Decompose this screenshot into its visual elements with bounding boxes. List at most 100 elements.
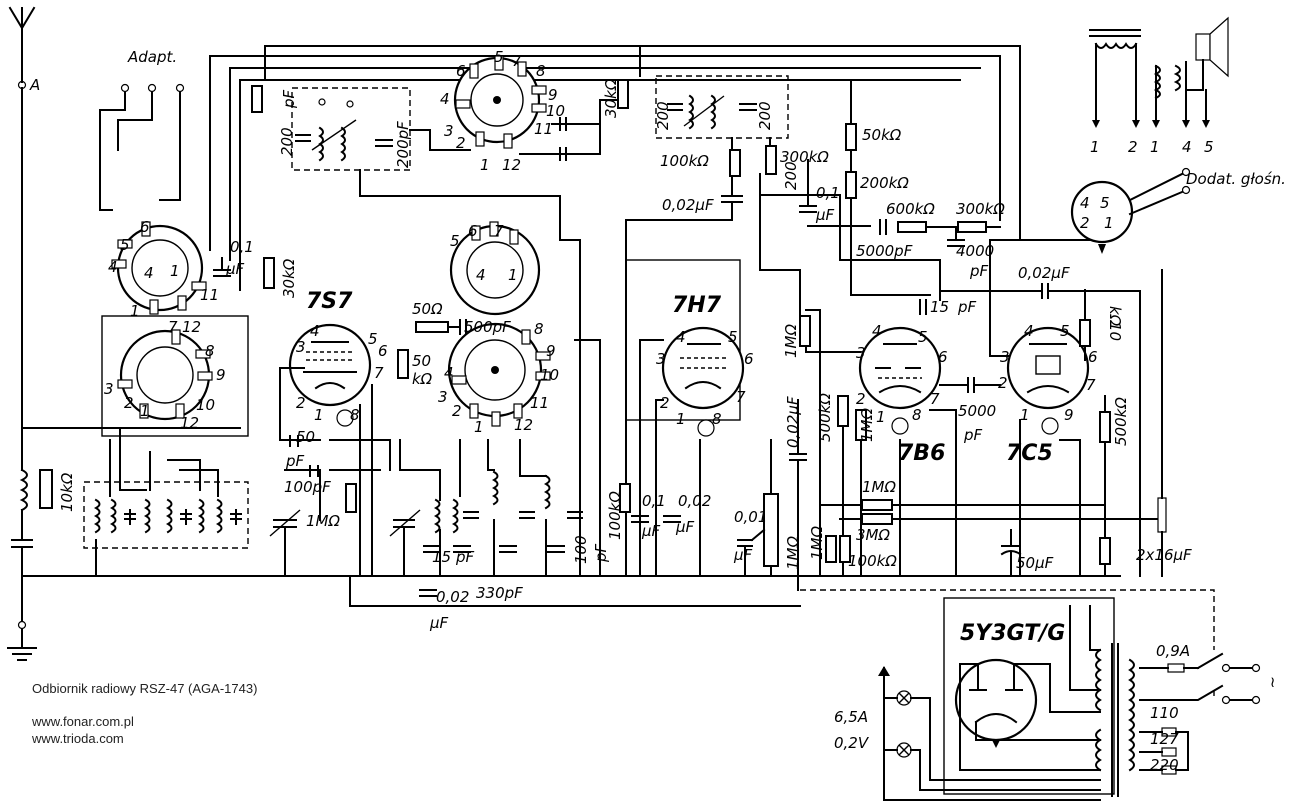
resistor-50k-small xyxy=(397,349,409,379)
t7b6-pin-4: 4 xyxy=(872,322,882,340)
s4-pin-1: 1 xyxy=(508,266,518,284)
t7c5-pin-2: 2 xyxy=(998,374,1008,392)
resistor-300k xyxy=(957,221,987,233)
wires-7s7 xyxy=(279,367,391,577)
spk-term-4: 4 xyxy=(1182,138,1192,156)
label-r-200-if: 200 xyxy=(782,161,800,190)
capacitor-002-mid xyxy=(663,515,681,523)
label-c-01-mid: 0,1 xyxy=(642,492,666,510)
ground-bus xyxy=(21,427,1121,607)
s2-pin-9: 9 xyxy=(216,366,226,384)
label-c-15p: 15 xyxy=(432,548,451,566)
wires-bias xyxy=(819,504,1161,520)
t7s7b-pin-12: 12 xyxy=(514,416,533,434)
tube-7h7-frame xyxy=(625,259,741,421)
label-c-01-left-unit: μF xyxy=(225,260,245,278)
s1-pin-1: 1 xyxy=(130,302,140,320)
resistor-1m-a xyxy=(799,315,811,347)
wires-7h7 xyxy=(639,339,701,577)
resistor-10k-right xyxy=(1079,319,1091,347)
tube-7b6-label: 7B6 xyxy=(898,441,945,466)
speaker-socket xyxy=(1070,167,1191,254)
s2-pin-2: 2 xyxy=(124,394,134,412)
adapter-label: Adapt. xyxy=(127,48,177,66)
label-c-002-bottom: 0,02 xyxy=(436,588,469,606)
s3-pin-8: 8 xyxy=(536,62,546,80)
t7s7-pin-5: 5 xyxy=(368,330,378,348)
s3-pin-1: 1 xyxy=(480,156,490,174)
t7s7-pin-2: 2 xyxy=(296,394,306,412)
spk-socket-pin-2: 2 xyxy=(1080,214,1090,232)
resistor-200k-top xyxy=(845,171,857,199)
label-fuse: 0,9A xyxy=(1156,642,1190,660)
label-r-50k-top: 50kΩ xyxy=(862,126,902,144)
resistor-100k-mid xyxy=(619,483,631,513)
label-c-002-if: 0,02μF xyxy=(662,196,714,214)
label-r-500k-a: 500kΩ xyxy=(816,393,834,442)
band-switch-socket-1 xyxy=(111,221,207,315)
label-c-5000-b-unit: pF xyxy=(963,426,983,444)
spk-socket-pin-5: 5 xyxy=(1100,194,1110,212)
caption-url-2: www.trioda.com xyxy=(32,731,124,746)
label-c-200-b: 200 xyxy=(756,101,774,130)
label-c-5000-b: 5000 xyxy=(958,402,996,420)
label-c-200pf-left-unit: pF xyxy=(280,89,298,109)
t7s7b-pin-1: 1 xyxy=(474,418,484,436)
label-r-100k-if: 100kΩ xyxy=(660,152,709,170)
capacitor-01-mid xyxy=(631,515,649,523)
antenna-coil xyxy=(11,468,33,621)
s3-pin-9: 9 xyxy=(548,86,558,104)
caption-block: Odbiornik radiowy RSZ-47 (AGA-1743) www.… xyxy=(32,680,257,747)
s3-pin-7: 7 xyxy=(512,52,522,70)
spk-term-1b: 1 xyxy=(1150,138,1160,156)
resistor-30k-left xyxy=(263,257,275,289)
label-c-001: 0,01 xyxy=(734,508,767,526)
tube-7c5 xyxy=(1006,326,1090,435)
resistor-bottom-right xyxy=(1099,537,1111,565)
tap-127: 127 xyxy=(1150,730,1179,748)
t7c5-pin-1: 1 xyxy=(1020,406,1030,424)
t7s7b-pin-8: 8 xyxy=(534,320,544,338)
s2-pin-8: 8 xyxy=(205,342,215,360)
label-c-001-unit: μF xyxy=(733,546,753,564)
label-c-200pf-left: 200 xyxy=(278,127,296,156)
antenna-symbol xyxy=(8,6,36,471)
resistor-500k-a xyxy=(837,395,849,427)
resistor-1m-d xyxy=(825,535,837,563)
t7c5-pin-9: 9 xyxy=(1064,406,1074,424)
label-r-30k-left: 30kΩ xyxy=(280,258,298,298)
t7s7-pin-6: 6 xyxy=(378,342,388,360)
resistor-1m-left xyxy=(345,483,357,513)
band-switch-socket-3 xyxy=(453,55,547,149)
s3-pin-2: 2 xyxy=(456,134,466,152)
power-transformer xyxy=(1069,605,1135,797)
t7c5-pin-5: 5 xyxy=(1060,322,1070,340)
label-r-10k-right-unit: kΩ xyxy=(1106,306,1124,327)
antenna-label: A xyxy=(29,76,40,94)
label-r-1m-a: 1MΩ xyxy=(782,324,800,358)
t7s7-pin-4: 4 xyxy=(310,322,320,340)
label-c-2x16: 2x16μF xyxy=(1136,546,1192,564)
t7s7b-pin-11: 11 xyxy=(530,394,549,412)
label-r-100k-mid: 100kΩ xyxy=(606,491,624,540)
label-r-1m-pot: 1MΩ xyxy=(784,536,802,570)
s3-pin-12: 12 xyxy=(502,156,521,174)
t7s7b-pin-9: 9 xyxy=(546,342,556,360)
tube-7b6 xyxy=(858,326,942,435)
resistor-600k xyxy=(897,221,927,233)
coil-bank-frame xyxy=(83,481,249,549)
t7h7-pin-8: 8 xyxy=(712,410,722,428)
label-c-50uf: 50μF xyxy=(1016,554,1054,572)
t7h7-pin-4: 4 xyxy=(676,328,686,346)
label-r-50: 50Ω xyxy=(412,300,443,318)
fuse-and-switch xyxy=(1139,652,1261,705)
t7b6-pin-1: 1 xyxy=(876,408,886,426)
label-c-5000-top: 5000pF xyxy=(856,242,913,260)
extra-speaker-label: Dodat. głośn. xyxy=(1186,170,1286,188)
wires-7b6-top xyxy=(759,79,1001,301)
capacitor-2x16uf xyxy=(1157,269,1167,577)
spk-term-2: 2 xyxy=(1128,138,1138,156)
t7h7-pin-3: 3 xyxy=(656,350,666,368)
speaker-icon xyxy=(1185,16,1229,91)
